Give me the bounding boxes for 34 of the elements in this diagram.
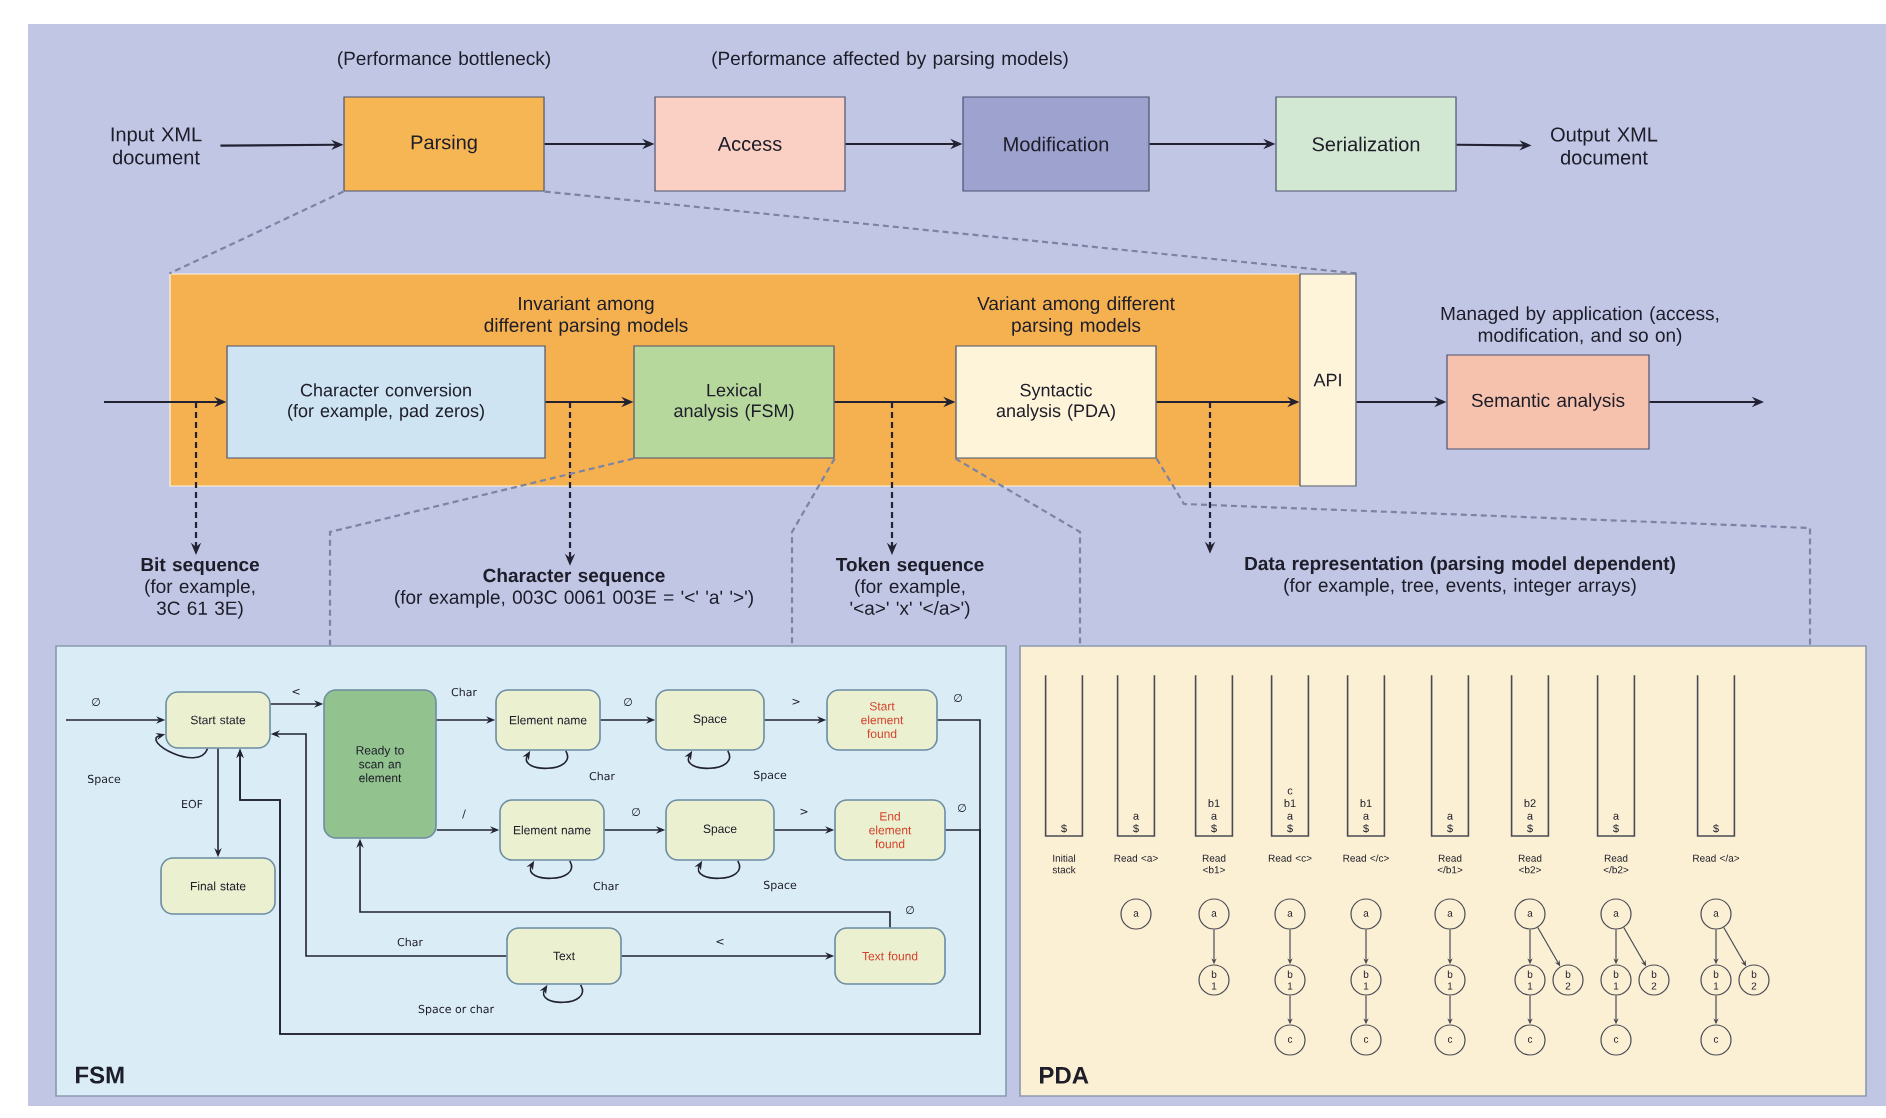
- zoom-line: [544, 190, 1357, 275]
- zoom-line: [328, 457, 634, 646]
- process-box: Modification: [962, 96, 1150, 192]
- annotation: Managed by application (access, modification, and so on): [1441, 306, 1719, 346]
- loop-arrow: [684, 750, 731, 770]
- data-label: Bit sequence (for example, 3C 61 3E): [141, 557, 259, 619]
- loop-arrow: [539, 984, 584, 1004]
- data-label: Character sequence (for example, 003C 0061 003E = '<' 'a' '>'): [395, 568, 753, 608]
- data-label: Data representation (parsing model dependent) (for example, tree, events, integer arrays): [1245, 556, 1675, 596]
- loop-arrow: [694, 860, 741, 880]
- process-box: Syntactic analysis (PDA): [955, 345, 1157, 459]
- process-box: Lexical analysis (FSM): [633, 345, 835, 459]
- zoom-line: [168, 190, 344, 275]
- panel-title: PDA: [1040, 1067, 1089, 1084]
- annotation: (Performance bottleneck): [338, 51, 550, 69]
- api-box: API: [1299, 273, 1357, 487]
- data-label: Token sequence (for example, '<a>' 'x' '</a>'): [835, 557, 984, 619]
- zoom-line: [954, 457, 1082, 646]
- loop-arrow: [155, 732, 209, 759]
- process-box: Serialization: [1275, 96, 1457, 192]
- document-label: Output XML document: [1551, 127, 1658, 165]
- document-label: Input XML document: [111, 127, 202, 165]
- process-box: Semantic analysis: [1446, 354, 1650, 450]
- annotation: (Performance affected by parsing models): [712, 51, 1068, 69]
- process-box: Character conversion (for example, pad zeros): [226, 345, 546, 459]
- loop-arrow: [526, 860, 573, 880]
- band-heading: Variant among different parsing models: [977, 296, 1175, 336]
- process-box: Access: [654, 96, 846, 192]
- process-box: Parsing: [343, 96, 545, 192]
- band-heading: Invariant among different parsing models: [484, 296, 688, 336]
- panel-title: FSM: [76, 1066, 124, 1084]
- zoom-line: [1155, 458, 1812, 646]
- zoom-line: [790, 458, 836, 646]
- loop-arrow: [522, 750, 569, 770]
